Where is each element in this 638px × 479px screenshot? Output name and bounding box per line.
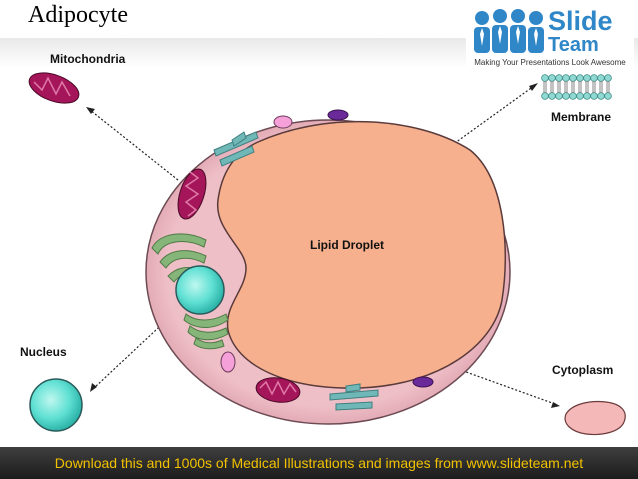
page-title: Adipocyte — [28, 2, 128, 28]
logo-team-text: Team — [548, 34, 599, 56]
vesicle — [412, 376, 434, 388]
vesicle — [327, 109, 349, 121]
vesicle — [273, 115, 293, 129]
nucleus-callout — [29, 378, 83, 432]
logo-slide-text: Slide — [548, 6, 613, 36]
label-cytoplasm: Cytoplasm — [552, 363, 614, 377]
vesicle — [220, 351, 236, 373]
nucleus-inner — [175, 265, 225, 315]
adipocyte-cell — [145, 109, 511, 425]
mitochondrion-inner-2 — [255, 377, 301, 403]
lipid-droplet — [217, 120, 507, 389]
endoplasmic-reticulum-lower — [329, 383, 379, 411]
mitochondrion-inner-1 — [177, 168, 207, 220]
pointer-arrowheads — [86, 83, 560, 408]
membrane-callout — [540, 74, 612, 100]
footer-banner[interactable]: Download this and 1000s of Medical Illus… — [0, 447, 638, 479]
cytoplasm-callout — [564, 400, 626, 436]
slideteam-logo: Slide Team Making Your Presentations Loo… — [466, 4, 634, 68]
endoplasmic-reticulum — [213, 131, 259, 167]
logo-tagline: Making Your Presentations Look Awesome — [474, 58, 626, 67]
label-membrane: Membrane — [551, 110, 612, 124]
label-lipid-droplet: Lipid Droplet — [310, 238, 384, 252]
people-icon — [474, 9, 544, 53]
mitochondrion-callout — [28, 72, 80, 104]
label-nucleus: Nucleus — [20, 345, 67, 359]
label-mitochondria: Mitochondria — [50, 52, 126, 66]
